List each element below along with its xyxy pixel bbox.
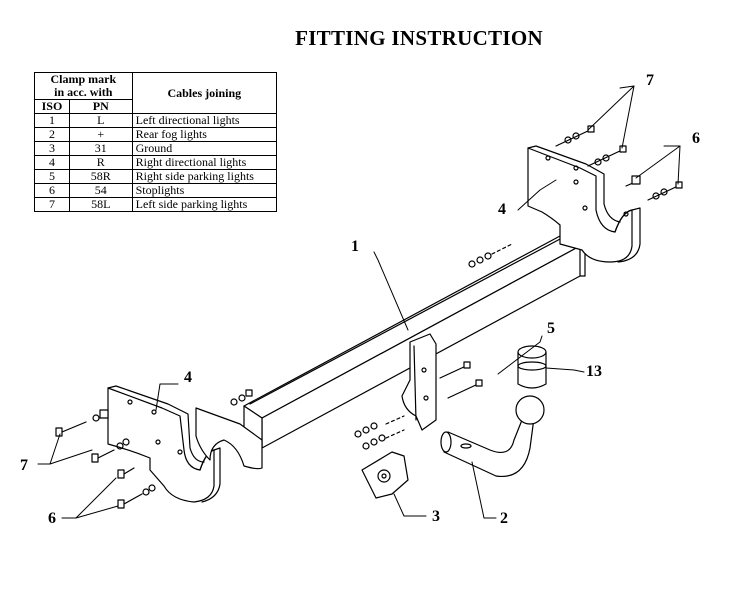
callout-6-right: 6: [692, 130, 700, 147]
callout-6-left: 6: [48, 510, 56, 527]
ball-neck: [440, 395, 545, 478]
crossbar-nuts: [230, 243, 513, 406]
neck-mount-plate: [401, 333, 437, 431]
cable-cell: Right side parking lights: [131, 169, 278, 184]
table-row: 3 31 Ground: [34, 141, 278, 156]
cable-cell: Right directional lights: [131, 155, 278, 170]
leader-lines: [37, 85, 681, 519]
table-row: 7 58L Left side parking lights: [34, 197, 278, 212]
callout-13: 13: [586, 363, 602, 380]
callout-2: 2: [500, 510, 508, 527]
pn-cell: 31: [68, 141, 133, 156]
table-row: 6 54 Stoplights: [34, 183, 278, 198]
callout-7-left: 7: [20, 457, 28, 474]
bolts-left: [55, 409, 156, 509]
wiring-table: Clamp mark in acc. with Cables joining I…: [34, 72, 278, 212]
iso-cell: 7: [34, 197, 70, 212]
neck-bolts: [354, 361, 483, 450]
callout-5: 5: [547, 320, 555, 337]
bolts-right-6: [625, 175, 683, 201]
page-title: FITTING INSTRUCTION: [295, 26, 543, 50]
pn-header: PN: [68, 99, 133, 114]
pn-cell: 54: [68, 183, 133, 198]
right-bracket: [527, 145, 641, 263]
middle-bracket: [195, 407, 263, 470]
cable-cell: Stoplights: [131, 183, 278, 198]
callout-1: 1: [351, 238, 359, 255]
clamp-mark-header: Clamp mark in acc. with: [34, 72, 133, 100]
ball-cap: [517, 345, 547, 389]
cable-cell: Left side parking lights: [131, 197, 278, 212]
callout-7-right: 7: [646, 72, 654, 89]
cables-joining-header: Cables joining: [131, 72, 278, 114]
callout-4-left: 4: [184, 369, 192, 386]
socket-plate: [361, 451, 409, 499]
pn-cell: 58L: [68, 197, 133, 212]
clamp-mark-sublabel: in acc. with: [54, 85, 113, 99]
table-row: 4 R Right directional lights: [34, 155, 278, 170]
iso-cell: 5: [34, 169, 70, 184]
left-bracket: [107, 385, 221, 503]
cable-cell: Ground: [131, 141, 278, 156]
clamp-mark-label: Clamp mark: [50, 72, 117, 86]
bolts-right: [555, 125, 627, 167]
callout-3: 3: [432, 508, 440, 525]
callout-4-right: 4: [498, 201, 506, 218]
